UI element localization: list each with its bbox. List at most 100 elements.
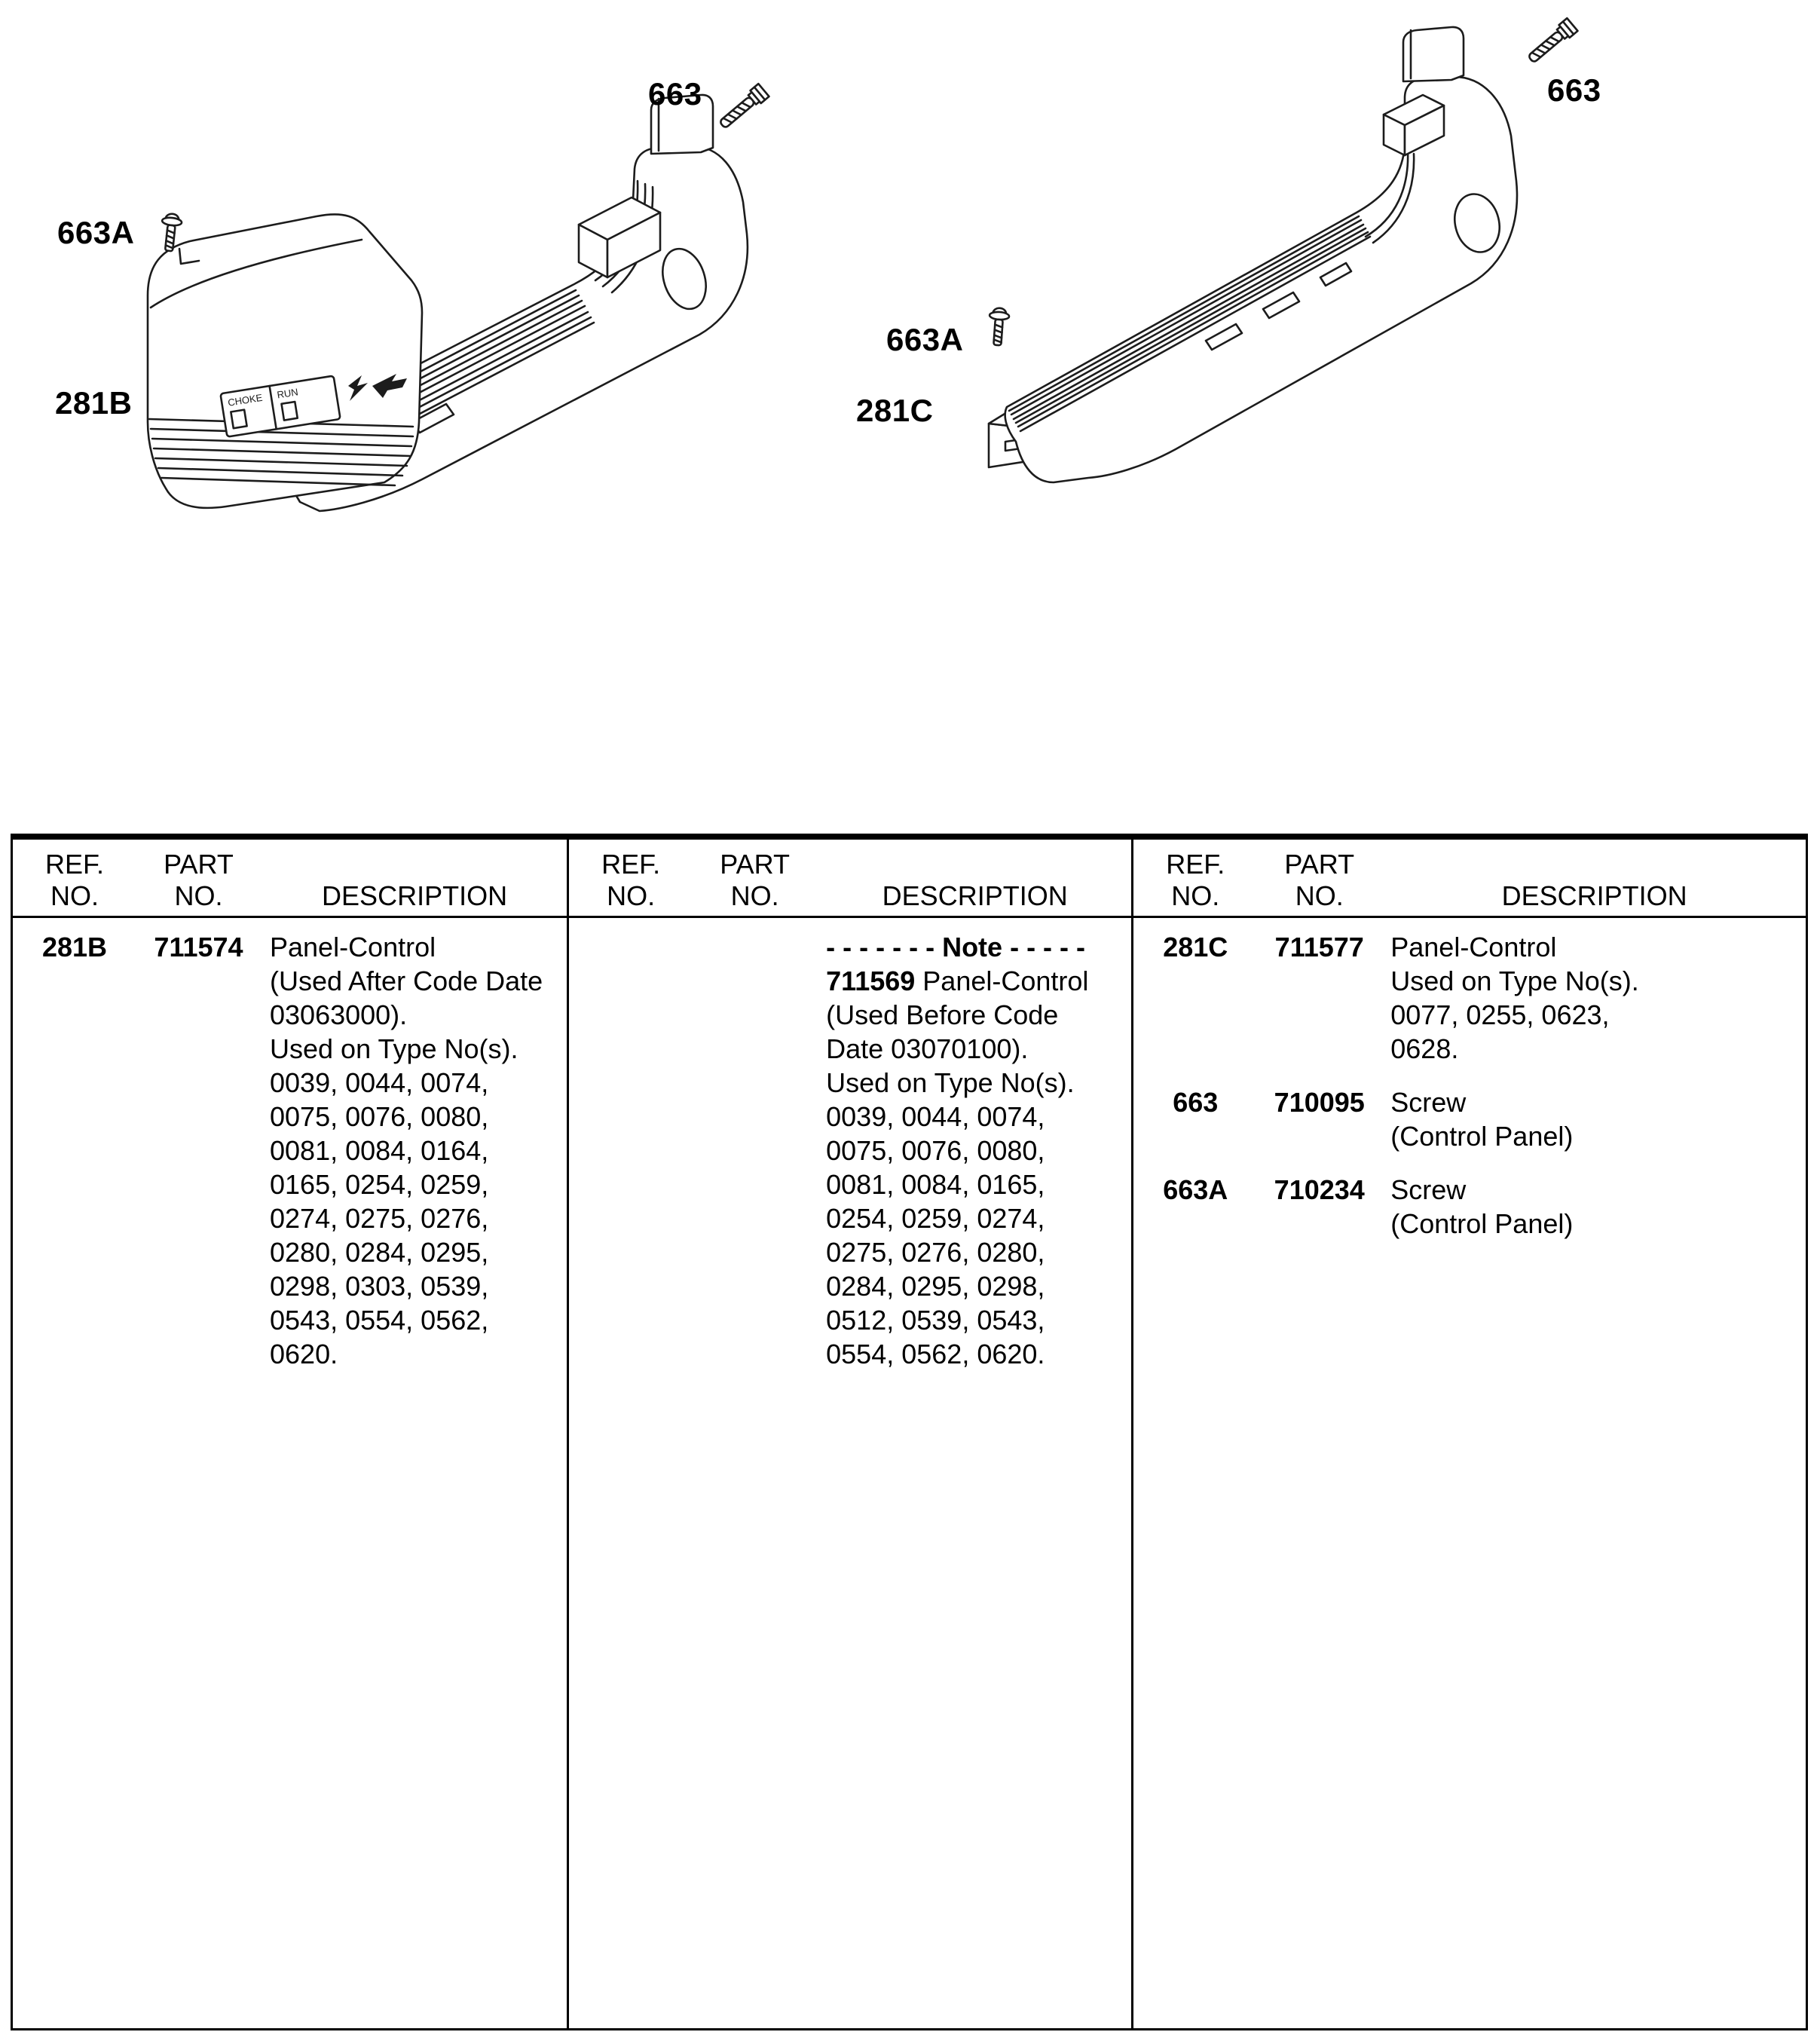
table-header-group-1: REF. NO. PART NO. DESCRIPTION bbox=[13, 840, 567, 918]
description-line: 0298, 0303, 0539, bbox=[270, 1271, 489, 1302]
description-line: Date 03070100). bbox=[826, 1033, 1029, 1064]
description-line: 03063000). bbox=[270, 999, 408, 1030]
ref-no-cell: 281C bbox=[1163, 932, 1228, 962]
top-tab bbox=[650, 93, 714, 155]
control-cover-281b: CHOKE RUN bbox=[146, 213, 424, 510]
description-line: 0081, 0084, 0165, bbox=[826, 1169, 1045, 1200]
description-segment: 711569 bbox=[826, 965, 916, 996]
description-line: Used on Type No(s). bbox=[1390, 965, 1639, 996]
parts-entry: 663A 710234 Screw(Control Panel) bbox=[1133, 1173, 1806, 1241]
callout-663-left: 663 bbox=[648, 76, 702, 112]
ref-no-header: REF. NO. bbox=[1166, 849, 1225, 911]
description-line: Used on Type No(s). bbox=[826, 1067, 1075, 1098]
table-header-group-3: REF. NO. PART NO. DESCRIPTION bbox=[1133, 840, 1806, 918]
parts-entry: 663 710095 Screw(Control Panel) bbox=[1133, 1085, 1806, 1153]
part-no-header: PART NO. bbox=[1284, 849, 1355, 911]
part-no-header: PART NO. bbox=[720, 849, 790, 911]
bracket-ribs bbox=[286, 289, 595, 475]
description-cell: Screw(Control Panel) bbox=[1390, 1085, 1800, 1153]
description-line: 0543, 0554, 0562, bbox=[270, 1305, 489, 1336]
description-segment: - - - - - - - Note - - - - - bbox=[826, 932, 1086, 962]
description-header: DESCRIPTION bbox=[322, 880, 508, 911]
bracket-hole bbox=[662, 247, 707, 311]
part-no-cell: 711574 bbox=[154, 932, 243, 962]
description-line: Panel-Control bbox=[270, 932, 436, 962]
description-line: 0274, 0275, 0276, bbox=[270, 1203, 489, 1234]
ref-no-header: REF. NO. bbox=[44, 849, 104, 911]
bracket-hole bbox=[1454, 193, 1500, 253]
table-column-2: REF. NO. PART NO. DESCRIPTION - - - - - … bbox=[567, 840, 1132, 2028]
description-cell: - - - - - - - Note - - - - -711569 Panel… bbox=[826, 930, 1125, 1371]
description-line: 0628. bbox=[1390, 1033, 1459, 1064]
callout-663a-left: 663A bbox=[57, 215, 135, 250]
table-column-body-2: - - - - - - - Note - - - - -711569 Panel… bbox=[569, 918, 1131, 2028]
screw-663a-right bbox=[988, 307, 1011, 347]
ref-no-header: REF. NO. bbox=[601, 849, 661, 911]
description-line: 0284, 0295, 0298, bbox=[826, 1271, 1045, 1302]
parts-diagram: CHOKE RUN bbox=[0, 0, 1820, 834]
description-line: 0254, 0259, 0274, bbox=[826, 1203, 1045, 1234]
bracket-ribs bbox=[1008, 215, 1372, 433]
parts-table: REF. NO. PART NO. DESCRIPTION 281B 711574… bbox=[11, 834, 1808, 2030]
plate-choke-text: CHOKE bbox=[227, 392, 263, 409]
description-line: 0620. bbox=[270, 1339, 338, 1369]
part-no-cell: 711577 bbox=[1274, 932, 1364, 962]
screw-663-left bbox=[720, 82, 770, 128]
mount-box-side bbox=[1403, 104, 1445, 157]
ref-no-cell: 663 bbox=[1173, 1087, 1219, 1118]
cutout-2 bbox=[1262, 291, 1301, 320]
description-line: 0075, 0076, 0080, bbox=[270, 1101, 489, 1132]
description-line: (Control Panel) bbox=[1390, 1208, 1574, 1239]
cover-outline bbox=[146, 213, 424, 510]
parts-entry: - - - - - - - Note - - - - -711569 Panel… bbox=[569, 930, 1131, 1371]
table-header-group-2: REF. NO. PART NO. DESCRIPTION bbox=[569, 840, 1132, 918]
description-line: 0081, 0084, 0164, bbox=[270, 1135, 489, 1166]
cover-symbol-icons bbox=[348, 374, 407, 401]
description-line: 0039, 0044, 0074, bbox=[270, 1067, 489, 1098]
description-line: 0512, 0539, 0543, bbox=[826, 1305, 1045, 1336]
description-line: 711569 Panel-Control bbox=[826, 964, 1125, 998]
description-header: DESCRIPTION bbox=[882, 880, 1068, 911]
plate-run-text: RUN bbox=[276, 386, 298, 400]
screw-663a-left bbox=[161, 213, 183, 252]
cutout-3 bbox=[1319, 262, 1353, 287]
description-line: - - - - - - - Note - - - - - bbox=[826, 930, 1125, 964]
table-column-body-1: 281B 711574 Panel-Control(Used After Code … bbox=[13, 918, 567, 2028]
ref-no-cell bbox=[578, 930, 684, 1371]
description-line: Used on Type No(s). bbox=[270, 1033, 518, 1064]
parts-entry: 281B 711574 Panel-Control(Used After Code … bbox=[13, 930, 567, 1371]
arrow-icon bbox=[372, 374, 407, 398]
description-line: Screw bbox=[1390, 1087, 1467, 1118]
hook-ribs bbox=[1364, 149, 1415, 244]
diagram-canvas: CHOKE RUN bbox=[146, 17, 1579, 513]
callout-281b: 281B bbox=[55, 385, 133, 421]
lightning-icon bbox=[348, 375, 368, 401]
part-no-cell bbox=[693, 930, 817, 1371]
description-header: DESCRIPTION bbox=[1501, 880, 1687, 911]
control-label-plate: CHOKE RUN bbox=[219, 375, 341, 438]
cutout-1 bbox=[1204, 323, 1243, 351]
description-cell: Screw(Control Panel) bbox=[1390, 1173, 1800, 1241]
mount-box-side bbox=[606, 211, 662, 279]
table-column-3: REF. NO. PART NO. DESCRIPTION 281C 711577… bbox=[1131, 840, 1806, 2028]
top-tab bbox=[1402, 26, 1465, 83]
ref-no-cell: 281B bbox=[41, 932, 108, 962]
ref-no-cell: 663A bbox=[1163, 1174, 1228, 1205]
description-line: (Used After Code Date bbox=[270, 965, 543, 996]
description-line: 0165, 0254, 0259, bbox=[270, 1169, 489, 1200]
description-line: Panel-Control bbox=[1390, 932, 1557, 962]
description-line: 0039, 0044, 0074, bbox=[826, 1101, 1045, 1132]
control-panel-281c bbox=[987, 26, 1519, 484]
cover-crease bbox=[149, 238, 363, 309]
description-line: 0075, 0076, 0080, bbox=[826, 1135, 1045, 1166]
part-no-cell: 710234 bbox=[1274, 1174, 1365, 1205]
bracket-outline bbox=[1004, 75, 1519, 484]
part-no-cell: 710095 bbox=[1274, 1087, 1365, 1118]
callout-281c: 281C bbox=[856, 393, 934, 428]
table-column-1: REF. NO. PART NO. DESCRIPTION 281B 711574… bbox=[13, 840, 567, 2028]
cover-notch bbox=[178, 247, 200, 265]
